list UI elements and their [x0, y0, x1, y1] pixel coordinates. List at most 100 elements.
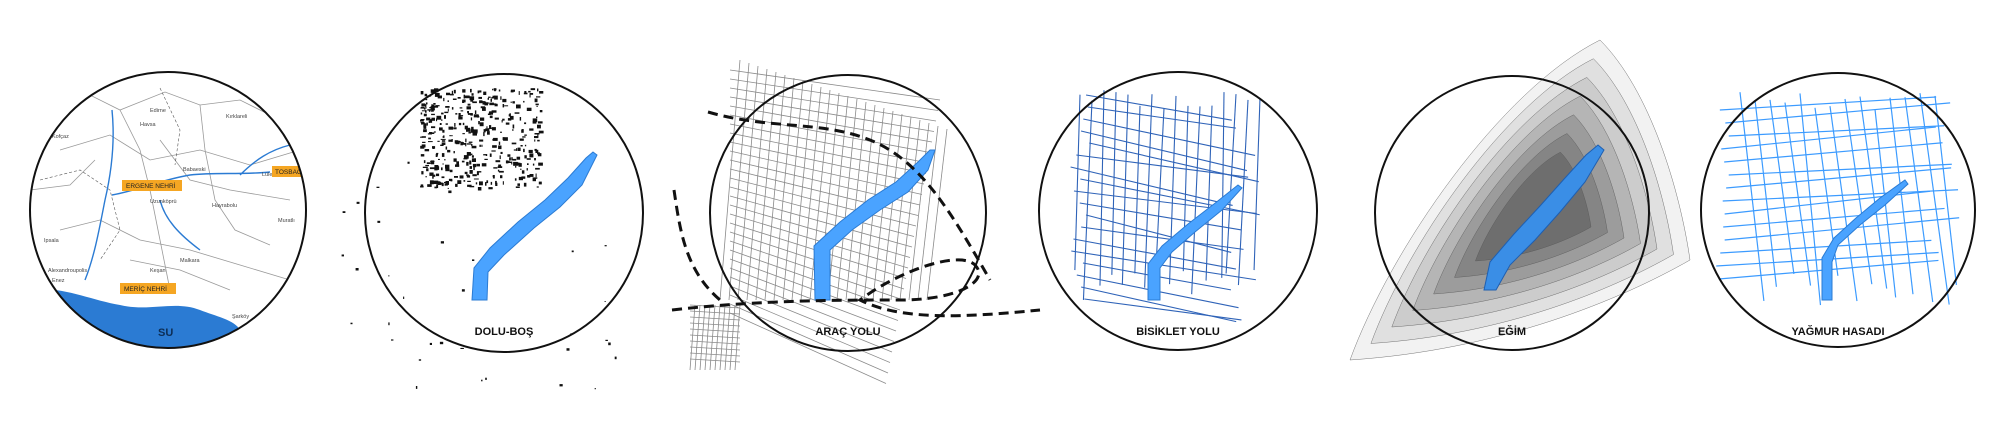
building-block — [471, 158, 476, 162]
building-block — [537, 152, 540, 155]
building-block — [491, 110, 497, 113]
tag-label: ERGENE NEHRİ — [126, 181, 176, 190]
bike-network — [1070, 90, 1261, 323]
building-block — [458, 113, 461, 117]
building-block — [475, 182, 478, 185]
building-block — [453, 127, 457, 130]
building-block — [487, 131, 490, 135]
tag-meric: MERİÇ NEHRİ — [120, 283, 176, 294]
rain-channel — [1725, 102, 1951, 124]
building-block — [448, 190, 452, 194]
building-block — [491, 127, 496, 131]
place-label: Enez — [52, 278, 65, 284]
building-block — [441, 142, 446, 145]
building-block — [500, 175, 503, 179]
building-block — [467, 113, 472, 115]
building-block — [473, 166, 475, 171]
road-segment — [699, 304, 706, 371]
building-block — [440, 138, 446, 140]
building-block — [426, 168, 429, 172]
place-label: Keşan — [150, 268, 166, 274]
building-block — [463, 158, 468, 160]
building-block — [532, 118, 538, 122]
building-block — [464, 171, 468, 175]
building-block — [532, 163, 535, 166]
building-block — [434, 93, 440, 97]
building-block — [528, 149, 533, 153]
building-block — [484, 102, 489, 106]
building-block — [483, 154, 487, 156]
building-block — [461, 289, 465, 292]
building-block — [431, 109, 435, 111]
building-block — [441, 140, 446, 142]
road-segment — [734, 304, 741, 371]
building-block — [447, 187, 449, 189]
building-block — [376, 186, 380, 188]
building-block — [526, 158, 531, 160]
building-block — [447, 149, 451, 153]
rain-channel — [1844, 98, 1873, 285]
place-label: Babaeski — [183, 167, 206, 173]
building-block — [483, 91, 487, 95]
panel-label: DOLU-BOŞ — [475, 326, 534, 338]
building-block — [450, 179, 453, 182]
rain-channel — [1739, 92, 1765, 301]
building-block — [529, 174, 534, 177]
rain-channel — [1799, 93, 1822, 306]
road-segment — [729, 168, 919, 216]
bike-path — [1253, 97, 1261, 271]
building-block — [463, 155, 469, 159]
rain-channel — [1723, 207, 1945, 228]
building-block — [517, 147, 521, 151]
building-block — [456, 161, 459, 165]
road-segment — [729, 123, 929, 164]
building-block — [498, 170, 504, 173]
building-block — [471, 126, 474, 130]
bike-path — [1073, 190, 1257, 215]
building-block — [512, 124, 515, 129]
building-block — [523, 100, 525, 103]
building-block — [529, 94, 531, 98]
building-block — [429, 342, 432, 345]
building-block — [457, 97, 461, 99]
building-block — [571, 250, 574, 253]
building-block — [462, 133, 465, 135]
panel-arac-yolu: ARAÇ YOLU — [671, 59, 1041, 384]
road-segment — [689, 346, 741, 351]
building-block — [421, 103, 426, 107]
building-block — [451, 90, 453, 94]
place-label: Kofçaz — [52, 134, 69, 140]
building-block — [518, 91, 520, 95]
rain-channel — [1934, 95, 1958, 285]
building-block — [430, 106, 435, 110]
building-block — [453, 151, 455, 154]
rain-channel — [1754, 99, 1777, 287]
building-block — [512, 101, 515, 104]
building-block — [510, 89, 515, 92]
building-block — [515, 165, 517, 168]
building-block — [429, 167, 435, 170]
building-block — [504, 105, 509, 107]
road-segment — [729, 312, 887, 384]
rain-channel — [1722, 189, 1959, 202]
building-block — [516, 156, 521, 160]
building-block — [516, 162, 521, 166]
rain-channel — [1904, 97, 1934, 303]
building-block — [494, 95, 498, 100]
building-block — [493, 167, 498, 169]
panel-label: YAĞMUR HASADI — [1791, 325, 1884, 338]
road-segment — [729, 78, 939, 111]
boundary-line — [707, 110, 992, 281]
building-block — [421, 106, 424, 109]
building-block — [497, 166, 503, 168]
building-block — [431, 117, 435, 121]
building-block — [493, 138, 497, 140]
road-segment — [729, 141, 925, 185]
building-block — [430, 89, 435, 93]
building-block — [421, 110, 427, 112]
building-block — [476, 172, 479, 176]
building-block — [471, 145, 477, 149]
bike-path — [1076, 154, 1249, 178]
building-block — [423, 160, 426, 164]
building-block — [467, 184, 472, 187]
